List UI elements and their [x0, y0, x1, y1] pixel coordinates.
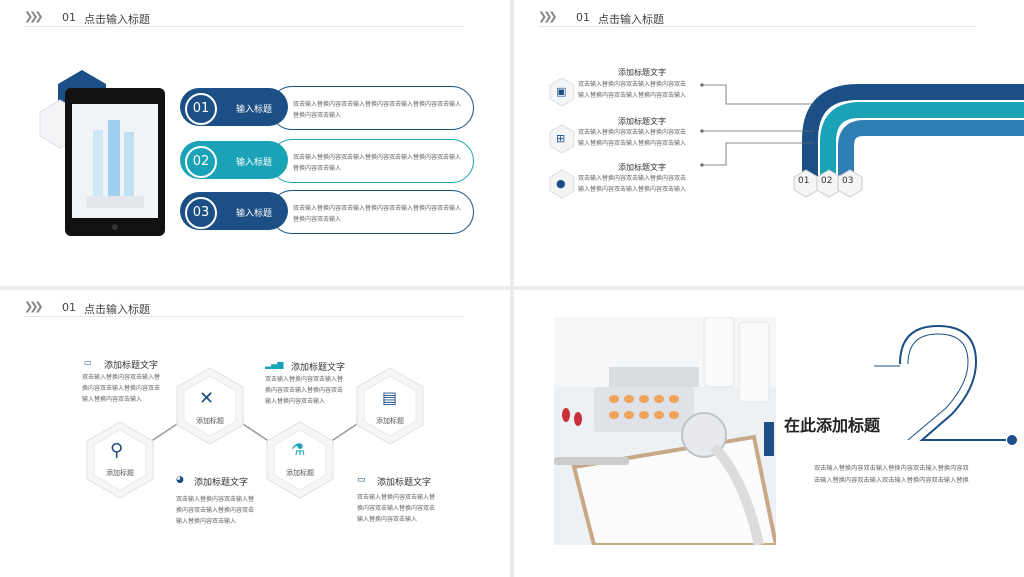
item-desc-1b: 输入替换内容双击输入替换内容双击输入: [578, 92, 687, 99]
item-card-3: [270, 190, 474, 234]
item-desc-2[interactable]: 双击输入替换内容双击输入替换内容双击输入替换内容双击输入替换内容双击输入: [293, 154, 462, 172]
slide-title: 点击输入标题: [84, 303, 150, 316]
step-label-1: 01: [798, 176, 810, 186]
slide-header: ❯❯❯ 01 点击输入标题: [24, 10, 464, 27]
item-number-3: 03: [185, 197, 217, 229]
block-desc-4b: 换内容双击输入替换内容双击: [357, 505, 436, 512]
section-title[interactable]: 在此添加标题: [784, 416, 881, 435]
item-desc-2a: 双击输入替换内容双击输入替换内容双击: [578, 129, 687, 136]
curve-graphic: [549, 77, 1024, 199]
item-desc-3b: 输入替换内容双击输入替换内容双击输入: [578, 186, 687, 193]
step-label-3: 03: [842, 176, 854, 186]
item-label-1[interactable]: 输入标题: [236, 105, 273, 115]
hex-label-3[interactable]: 添加标题: [286, 469, 314, 477]
slide-title: 点击输入标题: [84, 13, 150, 26]
item-desc-1a: 双击输入替换内容双击输入替换内容双击: [578, 81, 687, 88]
bar-chart-icon: ▂▄▆: [265, 360, 284, 369]
tablet-graphic: [39, 70, 165, 236]
item-label-3[interactable]: 输入标题: [236, 209, 273, 219]
block-desc-3c: 输入替换内容双击输入: [176, 518, 237, 525]
item-title-1[interactable]: 添加标题文字: [618, 68, 666, 77]
tools-icon: ✕: [199, 388, 215, 409]
section-desc-2: 击输入替换内容双击输入双击输入替换内容双击输入替换: [814, 477, 969, 484]
block-desc-1a: 双击输入替换内容双击输入替: [82, 374, 161, 381]
slide-title: 点击输入标题: [598, 13, 664, 26]
item-title-2[interactable]: 添加标题文字: [618, 117, 666, 126]
item-desc-3[interactable]: 双击输入替换内容双击输入替换内容双击输入替换内容双击输入替换内容双击输入: [293, 205, 462, 223]
block-desc-3b: 换内容双击输入替换内容双击: [176, 507, 255, 514]
item-number-2: 02: [185, 146, 217, 178]
block-desc-1c: 输入替换内容双击输入: [82, 396, 143, 403]
step-label-2: 02: [821, 176, 833, 186]
slide-1[interactable]: ❯❯❯ 01 点击输入标题 01 02 03 输入标题 输入标题 输入标题 双击…: [0, 0, 510, 286]
medical-photo: [554, 317, 776, 545]
chevrons-icon: ❯❯❯: [538, 10, 558, 23]
search-icon: ⚲: [110, 440, 124, 461]
item-title-3[interactable]: 添加标题文字: [618, 163, 666, 172]
item-card-2: [270, 139, 474, 183]
item-label-2[interactable]: 输入标题: [236, 158, 273, 168]
block-desc-2a: 双击输入替换内容双击输入替: [265, 376, 344, 383]
block-desc-4c: 输入替换内容双击输入: [357, 516, 418, 523]
chevrons-icon: ❯❯❯: [24, 300, 44, 313]
hex-label-4[interactable]: 添加标题: [376, 417, 404, 425]
slide-4[interactable]: 2 在此添加标题 双击输入替换内容双击输入替换内容双击输入替换内容双 击输入替换…: [514, 290, 1024, 577]
apple-icon: ●: [556, 177, 566, 190]
section-desc-1: 双击输入替换内容双击输入替换内容双击输入替换内容双: [814, 465, 969, 472]
block-title-1[interactable]: 添加标题文字: [104, 361, 159, 371]
hex-label-2[interactable]: 添加标题: [196, 417, 224, 425]
item-number-1: 01: [185, 93, 217, 125]
hex-process-graphic: [86, 367, 424, 499]
slide-header: ❯❯❯ 01 点击输入标题: [24, 300, 464, 317]
item-card-1: [270, 86, 474, 130]
block-desc-2c: 输入替换内容双击输入: [265, 398, 326, 405]
block-title-3[interactable]: 添加标题文字: [194, 478, 249, 488]
globe-icon: ◕: [176, 475, 184, 485]
block-desc-1b: 换内容双击输入替换内容双击: [82, 385, 161, 392]
block-desc-2b: 换内容双击输入替换内容双击: [265, 387, 344, 394]
block-title-2[interactable]: 添加标题文字: [291, 363, 346, 373]
slide-header: ❯❯❯ 01 点击输入标题: [538, 10, 976, 27]
block-desc-3a: 双击输入替换内容双击输入替: [176, 496, 255, 503]
item-desc-1[interactable]: 双击输入替换内容双击输入替换内容双击输入替换内容双击输入替换内容双击输入: [293, 101, 462, 119]
flask-icon: ⚗: [291, 440, 306, 459]
block-title-4[interactable]: 添加标题文字: [377, 478, 432, 488]
chevrons-icon: ❯❯❯: [24, 10, 44, 23]
screen-icon: ▭: [357, 475, 366, 485]
item-desc-3a: 双击输入替换内容双击输入替换内容双击: [578, 175, 687, 182]
monitor-icon: ▭: [84, 358, 92, 367]
number-outline-graphic: [874, 324, 1017, 445]
block-desc-4a: 双击输入替换内容双击输入替: [357, 494, 436, 501]
accent-bar: [764, 422, 774, 456]
slide-3[interactable]: ❯❯❯ 01 点击输入标题 ⚲ ✕ ⚗ ▤ 添加标题 添加标题 添加标题 添加标…: [0, 290, 510, 577]
hex-label-1[interactable]: 添加标题: [106, 469, 134, 477]
android-icon: ▣: [556, 85, 567, 98]
slide-2[interactable]: ❯❯❯ 01 点击输入标题 01 02 03 ▣ ⊞ ● 添加标题文字 双击输入…: [514, 0, 1024, 286]
item-desc-2b: 输入替换内容双击输入替换内容双击输入: [578, 140, 687, 147]
windows-icon: ⊞: [556, 132, 566, 145]
clipboard-icon: ▤: [382, 388, 398, 407]
